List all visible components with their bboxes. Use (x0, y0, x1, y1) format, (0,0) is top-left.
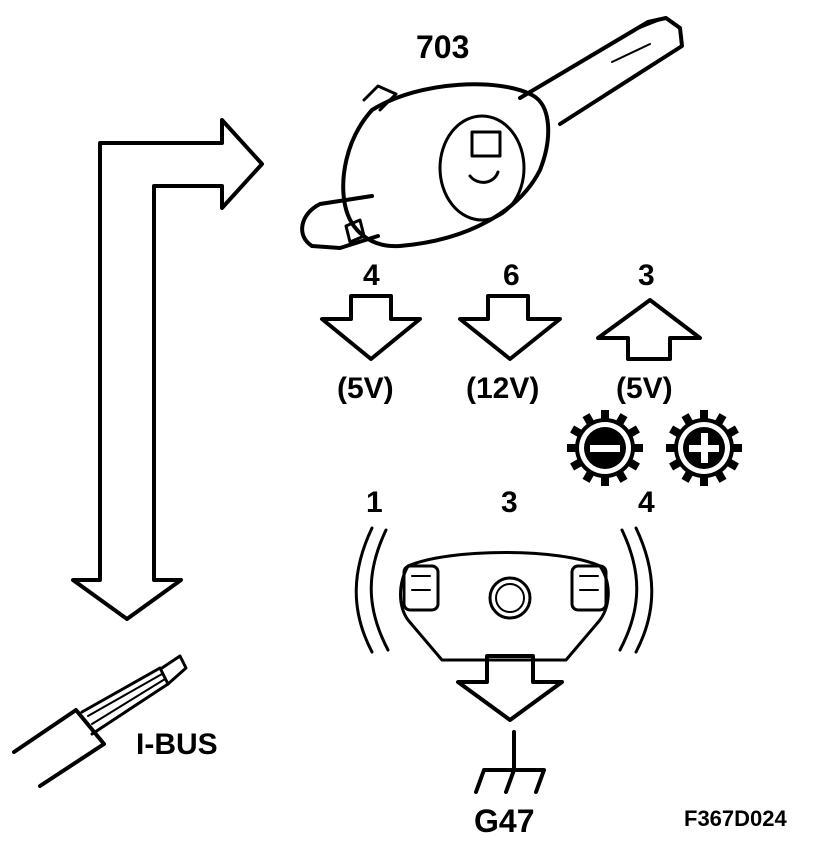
gear-tooth (614, 468, 628, 483)
gear-tooth (730, 444, 742, 452)
pin-4-group: 4 (5V) (320, 259, 422, 405)
wheel-pin-number: 3 (501, 486, 518, 519)
gear-tooth (666, 444, 678, 452)
pin-number: 3 (638, 259, 655, 292)
pin-voltage: (5V) (616, 372, 673, 405)
ibus-label: I-BUS (136, 728, 218, 761)
gear-tooth (713, 468, 727, 483)
gear-tooth (614, 413, 628, 428)
gear-tooth (700, 474, 708, 486)
pin-voltage: (5V) (337, 372, 394, 405)
arrow-down-icon (320, 294, 422, 361)
gear-tooth (700, 410, 708, 422)
gear-tooth (625, 457, 640, 471)
gear-tooth (625, 425, 640, 439)
gear-tooth (724, 425, 739, 439)
gear-tooth (601, 474, 609, 486)
gear-tooth (724, 457, 739, 471)
arrow-down-icon (456, 654, 564, 722)
ground-icon (474, 730, 546, 794)
gear-tooth (567, 444, 579, 452)
arrow-down-icon (458, 294, 562, 361)
gear-tooth (570, 457, 585, 471)
gear-tooth (681, 413, 695, 428)
ibus-cable-icon (12, 654, 188, 788)
gear-tooth (713, 413, 727, 428)
gear-tooth (601, 410, 609, 422)
steering-column-switch (300, 16, 684, 250)
pin-voltage: (12V) (466, 372, 539, 405)
pin-6-group: 6 (12V) (458, 259, 562, 405)
wheel-pin-number: 1 (366, 486, 383, 519)
gear-tooth (669, 457, 684, 471)
figure-code: F367D024 (684, 806, 788, 831)
pin-3-group: 3 (5V) (596, 259, 702, 405)
wheel-pin-number: 4 (638, 486, 655, 519)
plus-gear-icon (666, 410, 742, 486)
pin-number: 4 (363, 259, 380, 292)
component-number: 703 (416, 29, 469, 65)
gear-tooth (681, 468, 695, 483)
arrow-up-icon (596, 298, 702, 361)
minus-gear-icon (567, 410, 643, 486)
gear-tooth (631, 444, 643, 452)
ibus-arrow (71, 118, 264, 621)
gear-tooth (570, 425, 585, 439)
ground-label: G47 (474, 803, 534, 839)
pin-number: 6 (503, 259, 520, 292)
gear-tooth (582, 413, 596, 428)
gear-tooth (582, 468, 596, 483)
gear-tooth (669, 425, 684, 439)
steering-wheel (354, 526, 654, 662)
